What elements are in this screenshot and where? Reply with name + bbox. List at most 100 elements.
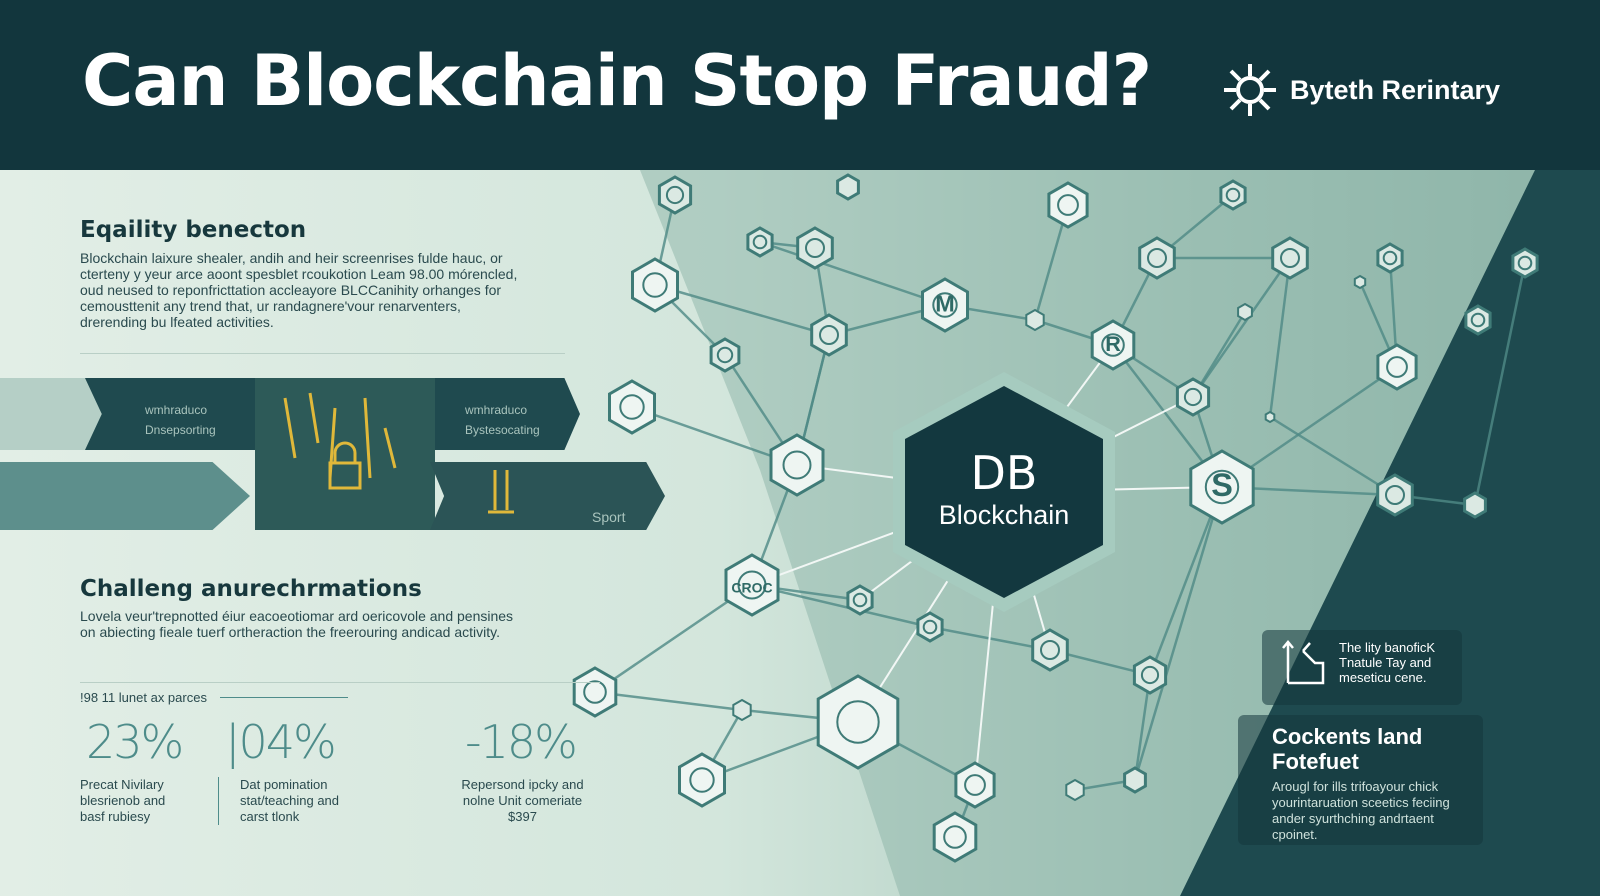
node-symbol-icon <box>943 825 967 849</box>
node-symbol-icon <box>1057 194 1079 216</box>
banner-arrow-3 <box>0 462 250 530</box>
network-node <box>1175 377 1211 417</box>
hub-title: DB <box>970 446 1038 500</box>
network-node <box>1219 179 1247 211</box>
body-line: cpoinet. <box>1272 827 1318 842</box>
network-link <box>1133 486 1224 781</box>
node-symbol-icon <box>1382 250 1398 266</box>
body-line: ander syurthching andrtaent <box>1272 811 1434 826</box>
network-link <box>1191 257 1292 398</box>
header-bar <box>0 0 1600 170</box>
node-symbol-icon <box>1183 387 1203 407</box>
network-node <box>1132 655 1168 695</box>
network-node <box>1353 274 1367 290</box>
node-symbol-icon <box>737 570 767 600</box>
network-node <box>816 674 900 770</box>
network-node <box>678 752 726 808</box>
node-symbol-icon <box>1101 333 1125 357</box>
stat-value-1: 23% <box>86 715 184 769</box>
network-node: S <box>1189 449 1255 525</box>
info-card <box>1238 715 1483 845</box>
node-symbol-icon <box>1470 312 1486 328</box>
network-node <box>1237 302 1253 322</box>
node-symbol-icon <box>1517 255 1533 271</box>
body-line: oud neused to reponfricttation accleayor… <box>80 282 502 298</box>
brand-name: Byteth Rerintary <box>1290 74 1501 105</box>
body-line: Arougl for ills trifoayour chick <box>1272 779 1439 794</box>
section2-body: Lovela veur'trepnotted éiur eacoeotiomar… <box>80 608 513 640</box>
body-line: Lovela veur'trepnotted éiur eacoeotiomar… <box>80 608 514 624</box>
network-node <box>1031 628 1069 672</box>
network-node <box>916 611 944 643</box>
network-node <box>846 584 874 616</box>
network-node <box>631 257 679 313</box>
caption-line: Dat pomination <box>240 777 328 792</box>
node-symbol-icon <box>922 619 938 635</box>
network-link <box>759 240 946 307</box>
node-symbol-icon <box>752 234 768 250</box>
caption-line: basf rubiesy <box>80 809 151 824</box>
network-node: M <box>921 277 969 333</box>
divider <box>218 777 219 825</box>
node-symbol-icon <box>1385 485 1405 505</box>
node-label: M <box>935 291 955 317</box>
section1-body: Blockchain laixure shealer, andih and he… <box>80 250 517 330</box>
network-node <box>836 173 860 201</box>
network-link <box>751 583 931 629</box>
snowflake-gear-icon <box>1224 64 1276 116</box>
hub-subtitle: Blockchain <box>938 500 1070 530</box>
stats-label: !98 11 lunet ax parces <box>80 690 207 705</box>
note-line: meseticu cene. <box>1339 670 1427 685</box>
note-card <box>1262 630 1462 705</box>
body-line: drerending bu lfeated activities. <box>80 314 274 330</box>
node-symbol-icon <box>805 238 825 258</box>
body-line: Blockchain laixure shealer, andih and he… <box>80 250 503 266</box>
network-node <box>1376 343 1418 391</box>
body-line: on abiecting fieale tuerf ortheraction t… <box>80 624 500 640</box>
network-link <box>594 690 743 712</box>
node-symbol-icon <box>964 774 986 796</box>
network-link <box>1148 486 1224 676</box>
node-label: CROC <box>731 580 772 596</box>
node-symbol-icon <box>836 700 880 744</box>
caption-line: stat/teaching and <box>240 793 340 808</box>
section2-heading: Challeng anurechrmations <box>80 576 422 602</box>
network-node <box>1065 778 1085 802</box>
network-node <box>954 761 996 809</box>
network-link <box>1268 257 1292 418</box>
arrow-label: wmhraduco <box>145 403 208 417</box>
network-node <box>1464 304 1492 336</box>
circuit-image <box>255 378 435 530</box>
caption-line: $397 <box>508 809 537 824</box>
caption-line: Repersond ipcky and <box>461 777 584 792</box>
note-line: The lity banoficK <box>1339 640 1436 655</box>
node-symbol-icon <box>1140 665 1160 685</box>
node-symbol-icon <box>1386 356 1408 378</box>
caption-line: Precat Nivilary <box>80 777 164 792</box>
network-node <box>572 666 618 718</box>
network-node <box>608 379 656 435</box>
network-node <box>732 698 752 722</box>
divider <box>80 353 565 354</box>
network-link <box>1269 415 1396 497</box>
network-link <box>594 583 753 694</box>
circuit-lock-icon <box>283 378 435 515</box>
heading-line: Cockents land <box>1272 724 1423 749</box>
divider <box>220 697 348 698</box>
caption-line: nolne Unit comeriate <box>462 793 583 808</box>
network-node <box>769 433 825 497</box>
network-node <box>1047 181 1089 229</box>
stat-value-2: |04% <box>225 715 337 769</box>
network-node <box>810 313 848 357</box>
network-node <box>932 811 978 863</box>
node-symbol-icon <box>1204 469 1240 505</box>
node-symbol-icon <box>619 394 645 420</box>
caption-line: blesrienob and <box>80 793 166 808</box>
